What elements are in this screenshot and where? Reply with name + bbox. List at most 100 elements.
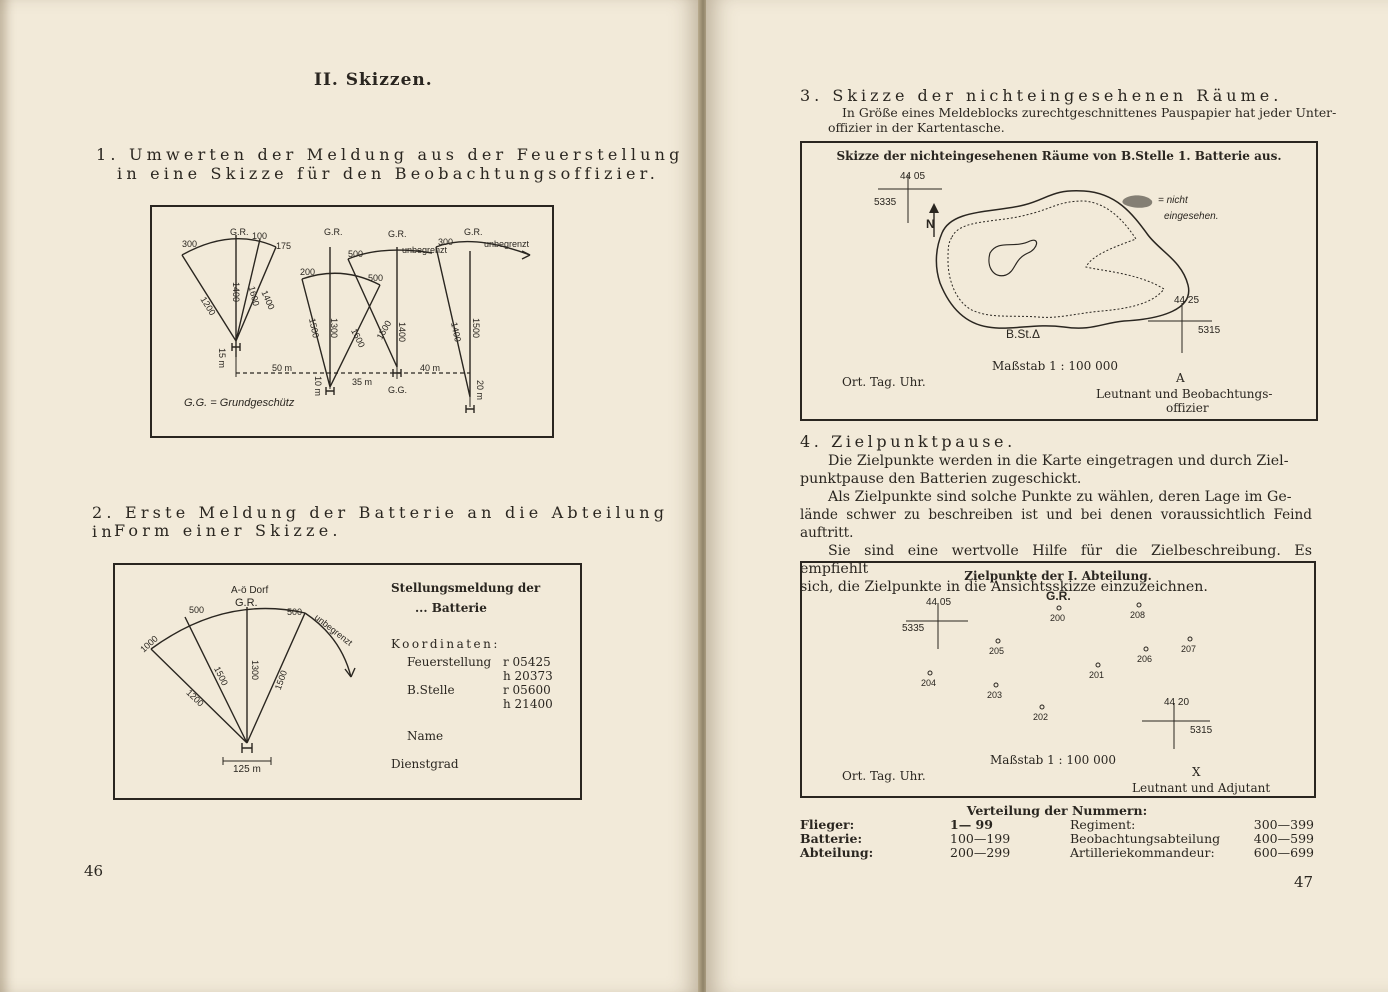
fig1-r1300: 1300: [329, 317, 340, 339]
item2-line2: Form einer Skizze.: [114, 521, 342, 540]
fig1-m10: 10 m: [313, 375, 324, 397]
fig1-unbegrenzt-a: unbegrenzt: [402, 245, 448, 255]
fig3-title: Skizze der nichteingesehenen Räume von B…: [836, 149, 1282, 163]
number-distribution: Verteilung der Nummern: Flieger: 1— 99 R…: [800, 804, 1314, 860]
fig4-point-200: 200: [1050, 613, 1066, 623]
fig1-r1500-c: 1500: [471, 317, 482, 339]
fig1-drawing: [181, 235, 531, 413]
fig4-point-204: 204: [921, 678, 937, 688]
fig1-r1400-c: 1400: [397, 321, 408, 343]
fig2-500-a: 500: [189, 605, 205, 615]
fig3-signature-2: offizier: [1166, 401, 1209, 415]
report-title-1: Stellungsmeldung der: [391, 581, 541, 595]
fig3-grid1-top: 44 05: [900, 171, 926, 182]
distribution-title: Verteilung der Nummern:: [966, 803, 1148, 818]
figure-fire-position-report: G.R. G.R. G.R. G.R. 300 100 175 200 500 …: [150, 205, 554, 438]
item3-title: 3. Skizze der nichteingesehenen Räume.: [800, 86, 1283, 105]
left-page: II. Skizzen. 1. Umwerten der Meldung aus…: [84, 70, 684, 880]
dist-val-1: 1— 99: [950, 817, 993, 832]
fig3-grid1-left: 5335: [874, 197, 897, 208]
fig4-grid1-top: 44 05: [926, 597, 952, 608]
dist-val-1: 100—199: [950, 831, 1011, 846]
point-205-mark: [995, 638, 1001, 644]
fig1-gg: G.G.: [388, 385, 408, 395]
fig1-d300-a: 300: [182, 239, 198, 249]
report-fs-h: h 20373: [503, 669, 553, 683]
item4-title: 4. Zielpunktpause.: [800, 432, 1016, 451]
item4-line-4: lände schwer zu beschreiben ist und bei …: [800, 507, 1312, 541]
fig4-point-207: 207: [1181, 644, 1197, 654]
fig3-bst: B.St.Δ: [1006, 327, 1041, 341]
point-200-mark: [1056, 605, 1062, 611]
report-dienstgrad: Dienstgrad: [391, 757, 459, 771]
item1-line1: 1. Umwerten der Meldung aus der Feuerste…: [96, 145, 684, 164]
fig1-d175: 175: [276, 241, 292, 251]
point-204-mark: [927, 670, 933, 676]
point-207-mark: [1187, 636, 1193, 642]
fig1-m50: 50 m: [272, 363, 293, 373]
fig4-sign-x: X: [1192, 765, 1201, 779]
fig4-grid1-left: 5335: [902, 623, 925, 634]
report-feuerstellung: Feuerstellung: [407, 655, 492, 669]
fig1-unbegrenzt-b: unbegrenzt: [484, 239, 530, 249]
dist-val-2: 600—699: [1253, 845, 1314, 860]
item4-line-2: punktpause den Batterien zugeschickt.: [800, 471, 1082, 487]
figure-unseen-areas: Skizze der nichteingesehenen Räume von B…: [800, 141, 1318, 421]
item4-line-6: sich, die Zielpunkte in die Ansichtsskiz…: [800, 579, 1208, 595]
fig3-grid2-right: 5315: [1198, 325, 1221, 336]
dist-key-1: Batterie:: [800, 831, 863, 846]
dist-key-2: Regiment:: [1070, 817, 1136, 832]
table-row: Flieger: 1— 99 Regiment: 300—399: [800, 818, 1314, 832]
fig4-drawing: [906, 602, 1210, 749]
item3-text1: In Größe eines Meldeblocks zurechtgeschn…: [842, 105, 1337, 120]
dist-key-1: Flieger:: [800, 817, 855, 832]
item4-line-3: Als Zielpunkte sind solche Punkte zu wäh…: [828, 489, 1292, 505]
fig4-point-208: 208: [1130, 610, 1146, 620]
point-201-mark: [1095, 662, 1101, 668]
fig4-gr: G.R.: [1046, 589, 1071, 603]
fig4-point-206: 206: [1137, 654, 1153, 664]
fig3-signature-1: Leutnant und Beobachtungs-: [1096, 387, 1273, 401]
page-number-left: 46: [84, 862, 104, 880]
fig3-drawing: [878, 175, 1212, 353]
fig4-point-201: 201: [1089, 670, 1105, 680]
item4-line-5: Sie sind eine wertvolle Hilfe für die Zi…: [800, 543, 1312, 577]
point-202-mark: [1039, 704, 1045, 710]
fig1-r1400-a: 1400: [231, 281, 242, 303]
distribution-table: Flieger: 1— 99 Regiment: 300—399 Batteri…: [800, 818, 1314, 860]
book-gutter: [698, 0, 708, 992]
dist-val-1: 200—299: [950, 845, 1011, 860]
fig4-grid2-right: 5315: [1190, 725, 1213, 736]
fig4-ort: Ort. Tag. Uhr.: [842, 769, 926, 783]
fig1-gr-4: G.R.: [464, 227, 483, 237]
figure-target-points: Zielpunkte der I. Abteilung. G.R. 44 05 …: [800, 561, 1316, 798]
fig1-m15: 15 m: [217, 347, 228, 369]
fig3-legend-2: eingesehen.: [1164, 211, 1219, 222]
fig4-point-203: 203: [987, 690, 1003, 700]
fig3-ort: Ort. Tag. Uhr.: [842, 375, 926, 389]
fig1-d300-b: 300: [438, 237, 454, 247]
table-row: Abteilung: 200—299 Artilleriekommandeur:…: [800, 846, 1314, 860]
fig4-signature: Leutnant und Adjutant: [1132, 781, 1271, 795]
fig2-a-dorf: A-ö Dorf: [231, 585, 269, 596]
report-bs-r: r 05600: [503, 683, 551, 697]
report-name: Name: [407, 729, 444, 743]
fig4-scale: Maßstab 1 : 100 000: [990, 753, 1117, 767]
table-row: Batterie: 100—199 Beobachtungsabteilung …: [800, 832, 1314, 846]
fig3-north: N: [926, 217, 935, 231]
dist-key-1: Abteilung:: [800, 845, 874, 860]
fig2-125m: 125 m: [233, 764, 261, 775]
fig4-grid2-top: 44 20: [1164, 697, 1190, 708]
fig1-d500-a: 500: [368, 273, 384, 283]
figure-battery-report: A-ö Dorf G.R. 500 500 1000 unbegrenzt 12…: [113, 563, 582, 800]
fig1-gr-2: G.R.: [324, 227, 343, 237]
fig2-1300: 1300: [250, 659, 261, 681]
fig2-gr: G.R.: [235, 597, 258, 609]
report-coords-label: Koordinaten:: [391, 637, 500, 651]
fig1-d500-b: 500: [348, 249, 364, 259]
dist-key-2: Beobachtungsabteilung: [1070, 831, 1221, 846]
point-203-mark: [993, 682, 999, 688]
report-bs-h: h 21400: [503, 697, 553, 711]
fig3-sign-a: A: [1176, 371, 1185, 385]
fig2-500-b: 500: [287, 607, 303, 617]
